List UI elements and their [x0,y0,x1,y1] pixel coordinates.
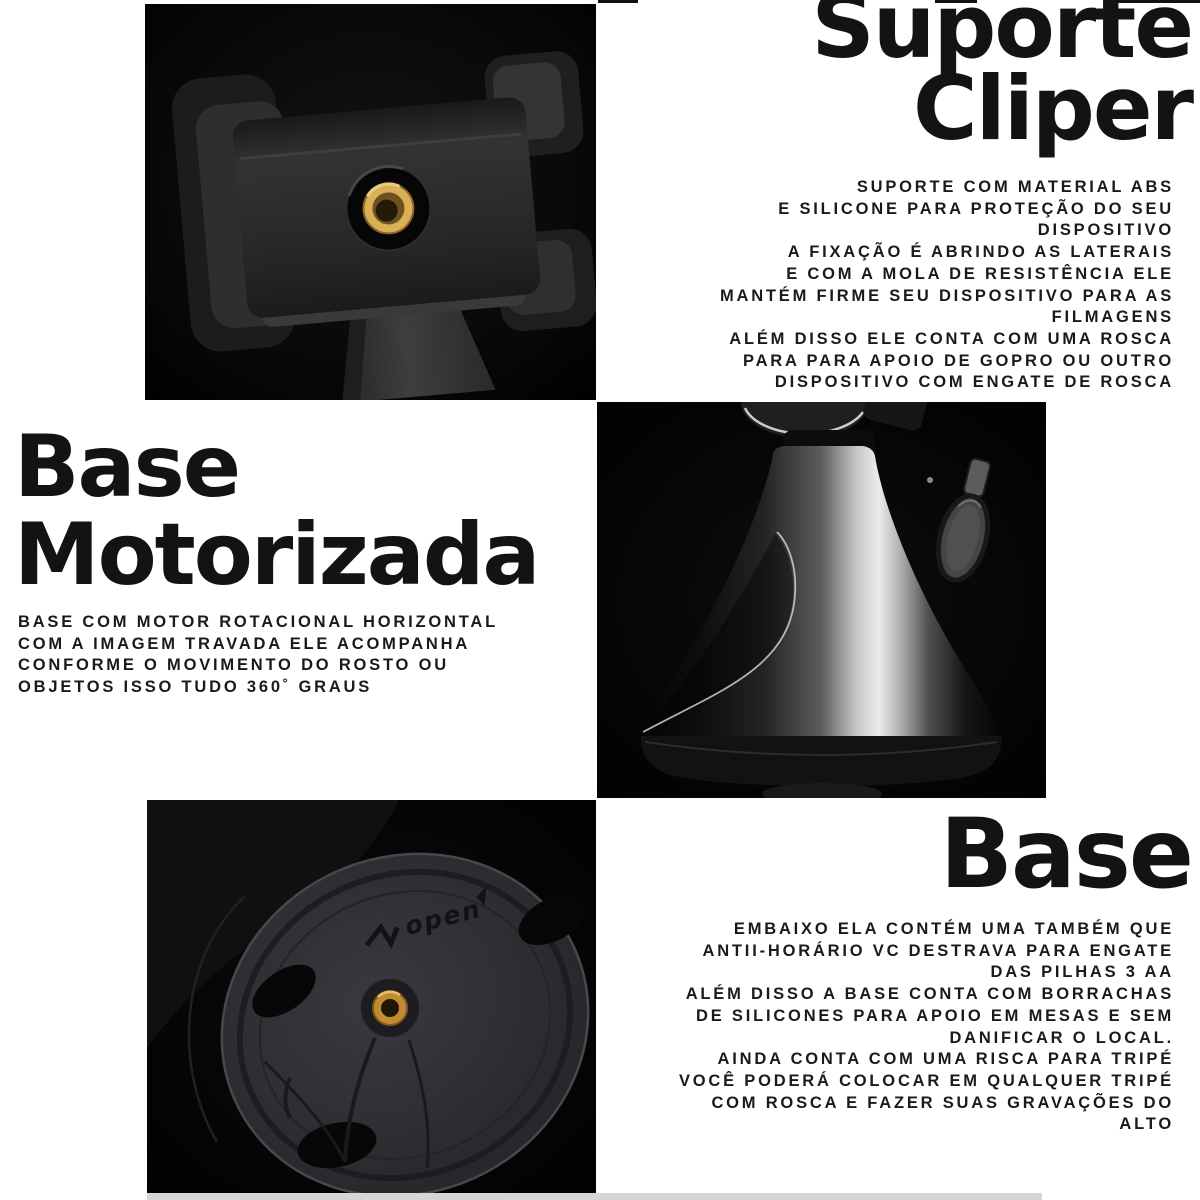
gimbal-arm [863,402,929,431]
base-description: EMBAIXO ELA CONTÉM UMA TAMBÉM QUE ANTII-… [678,920,1174,1134]
rubber-feet [252,894,586,1169]
bottom-edge-artifact [147,1193,1042,1200]
tripod-screw-hole [345,165,432,252]
base-rim [640,736,1002,786]
bell-body [640,446,1002,754]
clip-mount-photo [145,4,596,400]
motor-base-photo [597,402,1046,798]
crop-artifact [598,0,638,3]
panel-seam-highlight [642,531,797,733]
suporte-cliper-title: Suporte Cliper [811,0,1194,160]
title-line: Suporte [811,0,1194,78]
body-highlight-curve [187,895,246,1143]
title-line: Base [14,417,241,517]
base-motorizada-title: Base Motorizada [14,417,540,605]
mount-stem [342,293,496,400]
mount-stem-shadow [342,302,368,400]
crop-artifact [1110,0,1200,3]
base-foot [762,783,882,798]
plate-seam-highlight [240,132,522,161]
battery-door-seams [263,1037,430,1169]
base-underside-illustration: open [147,800,596,1193]
rim-separation-line [644,741,998,756]
front-panel [641,534,794,736]
indicator-dot [927,477,933,483]
title-line: Motorizada [14,504,540,605]
base-title: Base [939,798,1194,910]
clip-mount-illustration [145,4,596,400]
tripod-thread [359,977,421,1039]
crop-artifact [935,0,977,3]
motor-base-illustration [597,402,1046,798]
base-motorizada-description: BASE COM MOTOR ROTACIONAL HORIZONTAL COM… [18,613,498,697]
suporte-cliper-description: SUPORTE COM MATERIAL ABS E SILICONE PARA… [719,178,1174,392]
title-line: Cliper [913,56,1194,160]
base-underside-photo: open [147,800,596,1193]
title-line: Base [939,798,1194,910]
power-button [935,457,992,583]
